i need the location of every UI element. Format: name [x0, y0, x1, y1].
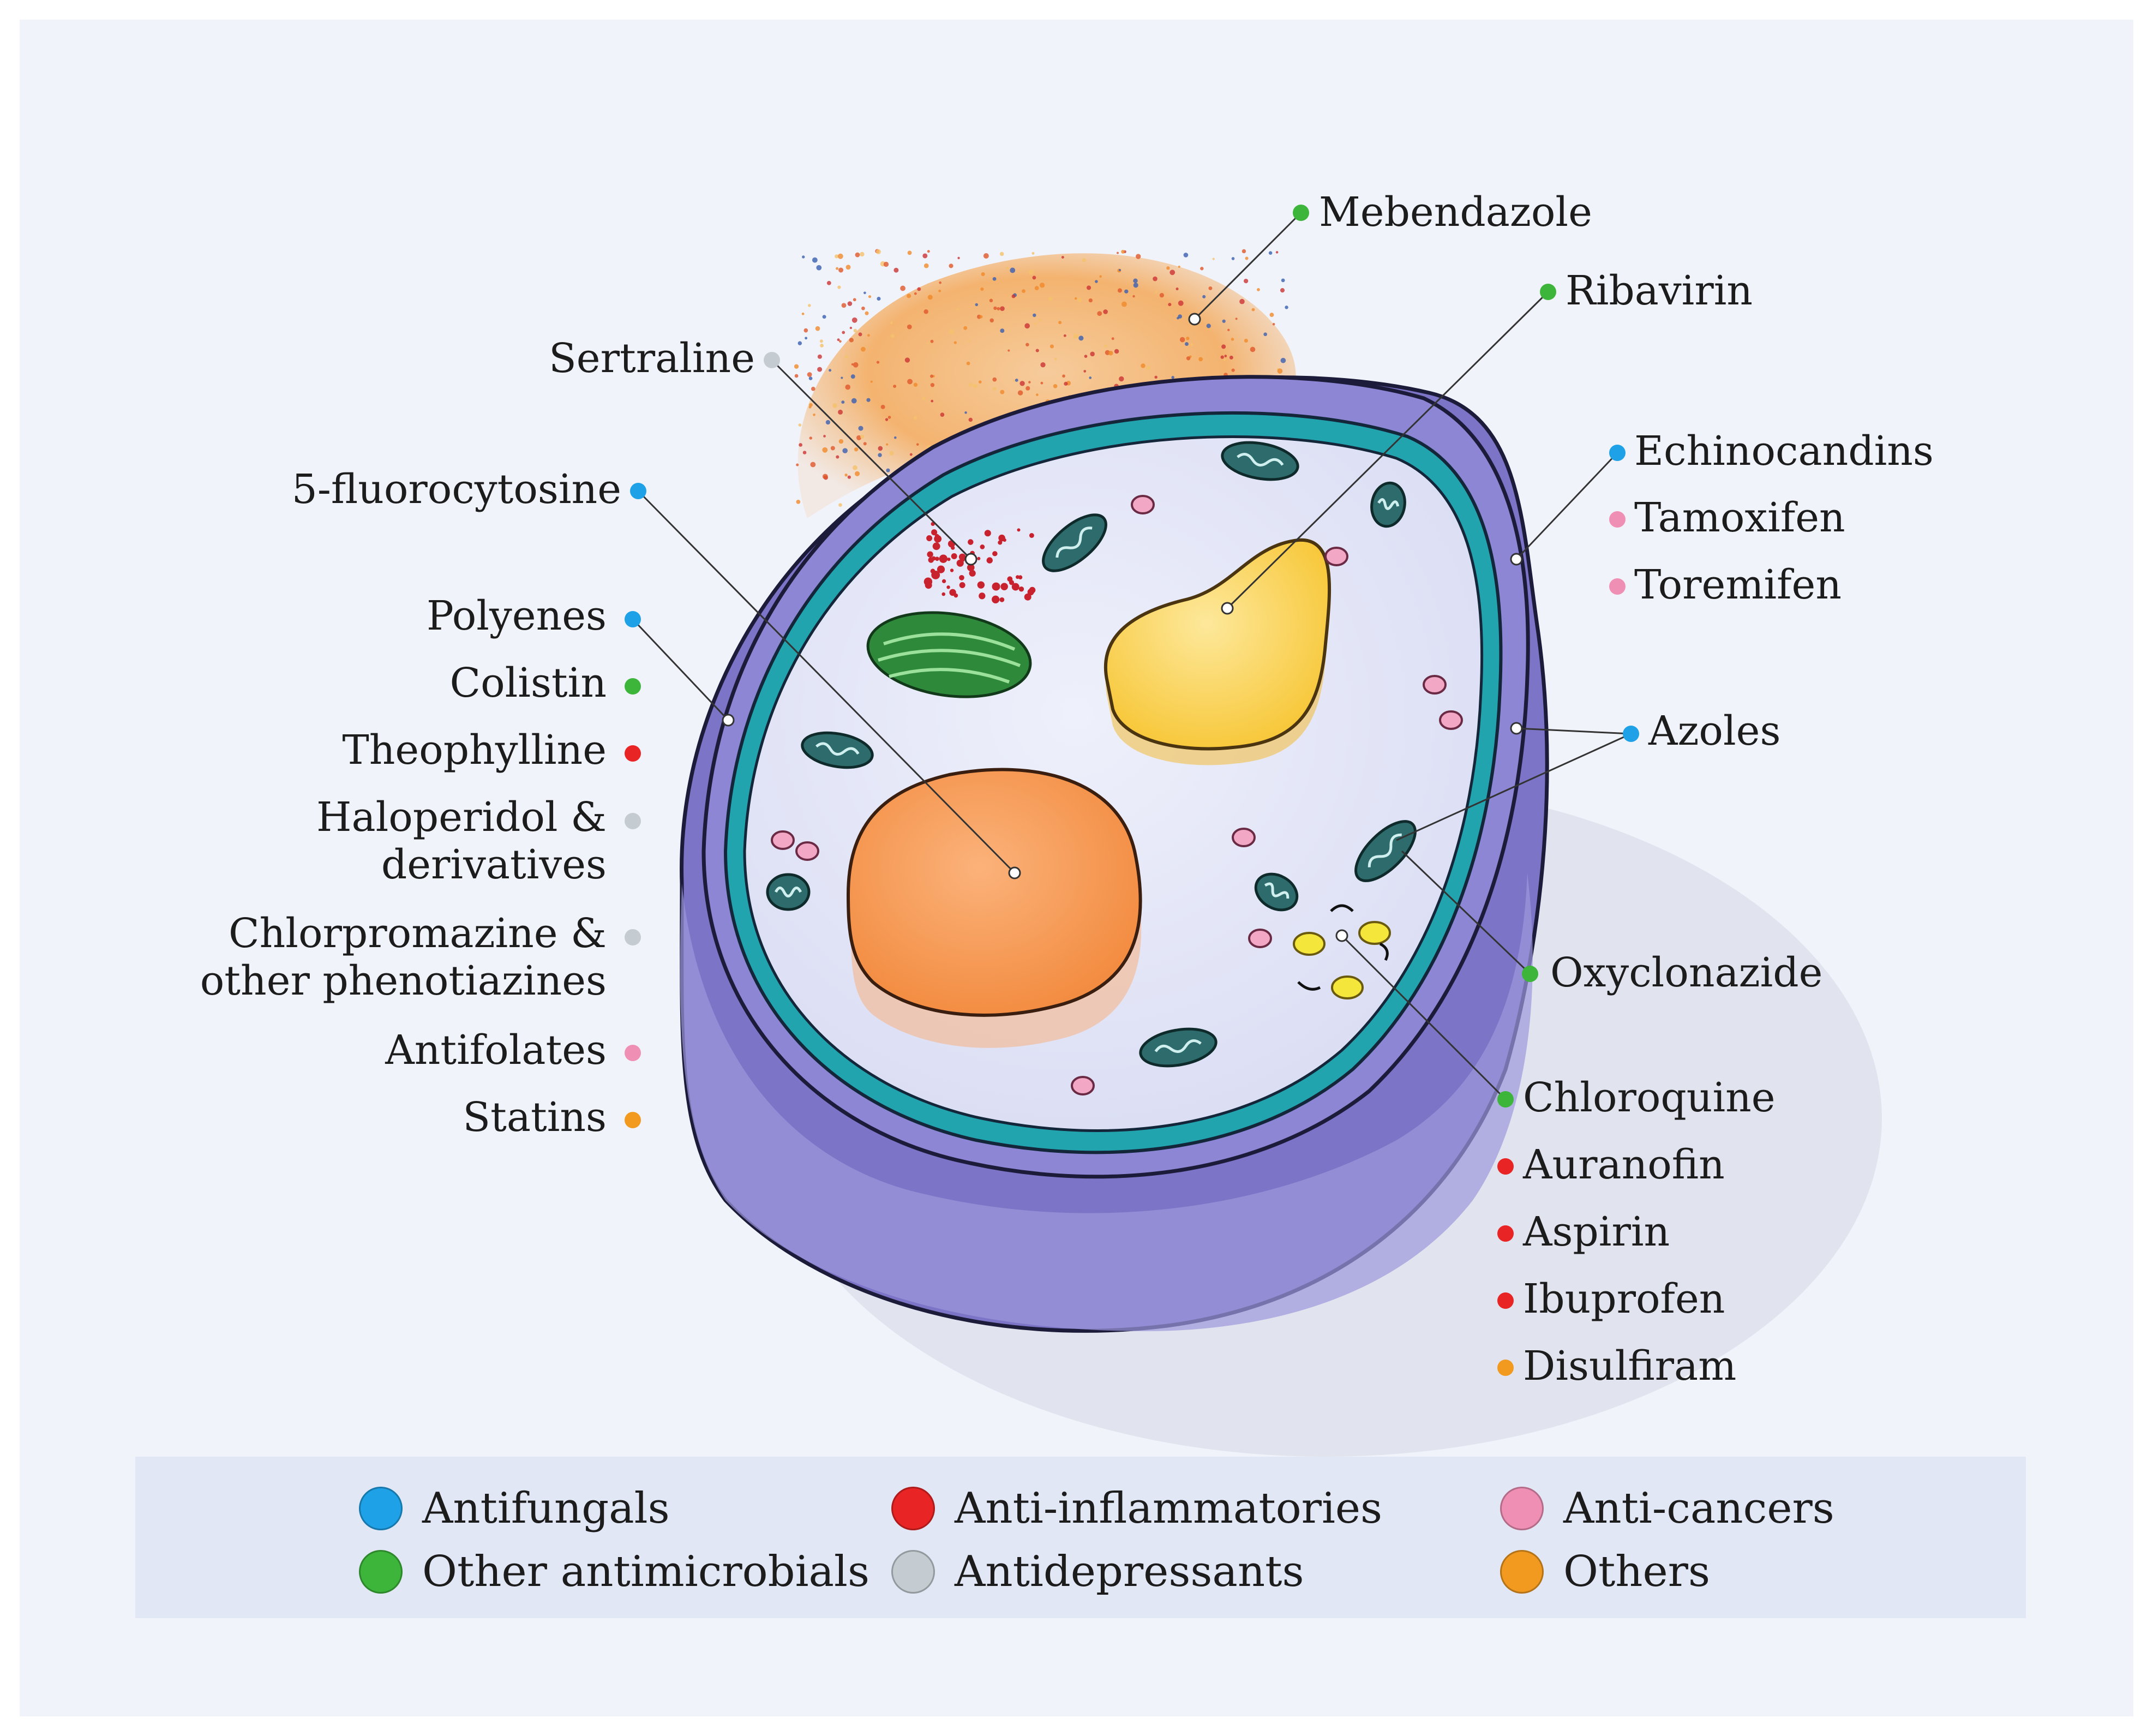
- legend-swatch-antifungals: [359, 1487, 403, 1530]
- legend-label-antidepressants: Antidepressants: [955, 1547, 1304, 1596]
- legend-swatch-antidepressants: [891, 1550, 935, 1594]
- label-chlorpromazine-line1: Chlorpromazine &: [229, 910, 607, 957]
- mitochondrion: [1254, 872, 1299, 912]
- mitochondrion: [1370, 481, 1406, 528]
- vesicles: [771, 495, 1463, 1096]
- label-mebendazole: Mebendazole: [1319, 189, 1592, 236]
- red-granules: [923, 522, 1036, 603]
- legend-item-anti-cancers: Anti-cancers: [1500, 1484, 1834, 1533]
- label-ibuprofen: Ibuprofen: [1523, 1276, 1725, 1322]
- legend-label-others: Others: [1563, 1547, 1711, 1596]
- label-haloperidol-line2: derivatives: [381, 841, 607, 889]
- label-ribavirin: Ribavirin: [1566, 267, 1753, 314]
- azoles-dot: [1623, 726, 1639, 742]
- mebendazole-dot: [1293, 205, 1309, 221]
- mitochondrion: [766, 873, 811, 911]
- cell-wall-side: [680, 873, 1533, 1331]
- label-toremifen: Toremifen: [1634, 561, 1842, 608]
- leader-lines: [632, 212, 1632, 1100]
- mitochondrion: [1042, 513, 1107, 572]
- label-azoles: Azoles: [1648, 708, 1781, 755]
- label-oxyclonazide: Oxyclonazide: [1550, 949, 1823, 996]
- tamoxifen-dot: [1609, 511, 1626, 528]
- mitochondria: [766, 441, 1417, 1068]
- sertraline-dot: [764, 352, 780, 368]
- legend-swatch-other-antimicrobials: [359, 1550, 403, 1594]
- lysosome-cluster: [1293, 904, 1391, 999]
- endoplasmic-reticulum: [866, 611, 1032, 698]
- label-tamoxifen: Tamoxifen: [1634, 494, 1845, 541]
- mitochondrion: [801, 731, 874, 769]
- label-disulfiram: Disulfiram: [1523, 1343, 1737, 1390]
- chlorpromazine-dot: [625, 929, 641, 945]
- legend-item-others: Others: [1500, 1547, 1710, 1596]
- label-chlorpromazine: Chlorpromazine & other phenotiazines: [200, 910, 607, 1005]
- label-colistin: Colistin: [449, 660, 607, 707]
- legend-label-anti-cancers: Anti-cancers: [1563, 1484, 1834, 1533]
- label-aspirin: Aspirin: [1523, 1208, 1670, 1255]
- nucleus: [846, 768, 1142, 1048]
- legend-item-anti-inflammatories: Anti-inflammatories: [891, 1484, 1382, 1533]
- theophylline-dot: [625, 745, 641, 762]
- label-theophylline: Theophylline: [342, 727, 607, 774]
- aspirin-dot: [1497, 1225, 1514, 1242]
- label-haloperidol: Haloperidol & derivatives: [316, 794, 607, 889]
- label-chlorpromazine-line2: other phenotiazines: [200, 957, 607, 1005]
- legend-item-other-antimicrobials: Other antimicrobials: [359, 1547, 869, 1596]
- legend-label-antifungals: Antifungals: [422, 1484, 670, 1533]
- mitochondrion: [1139, 1027, 1218, 1068]
- legend-label-other-antimicrobials: Other antimicrobials: [422, 1547, 869, 1596]
- mitochondrion: [1221, 441, 1299, 481]
- statins-dot: [625, 1112, 641, 1128]
- ribavirin-dot: [1540, 284, 1556, 300]
- haloperidol-dot: [625, 813, 641, 829]
- legend-label-anti-inflammatories: Anti-inflammatories: [955, 1484, 1383, 1533]
- polyenes-dot: [625, 611, 641, 627]
- disulfiram-dot: [1497, 1360, 1514, 1376]
- vacuole: [1104, 538, 1332, 765]
- chloroquine-dot: [1497, 1091, 1514, 1108]
- leader-endpoints: [722, 313, 1523, 942]
- ibuprofen-dot: [1497, 1292, 1514, 1309]
- mitochondrion: [1354, 820, 1417, 882]
- label-sertraline: Sertraline: [549, 335, 755, 382]
- oxyclonazide-dot: [1522, 966, 1538, 982]
- label-5-fluorocytosine: 5-fluorocytosine: [291, 466, 621, 513]
- label-echinocandins: Echinocandins: [1634, 428, 1934, 475]
- legend-swatch-anti-cancers: [1500, 1487, 1544, 1530]
- label-auranofin: Auranofin: [1523, 1141, 1725, 1188]
- legend: Antifungals Anti-inflammatories Anti-can…: [135, 1457, 2026, 1618]
- legend-swatch-others: [1500, 1550, 1544, 1594]
- toremifen-dot: [1609, 578, 1626, 595]
- label-chloroquine: Chloroquine: [1523, 1074, 1776, 1121]
- label-polyenes: Polyenes: [426, 592, 607, 639]
- legend-swatch-anti-inflammatories: [891, 1487, 935, 1530]
- auranofin-dot: [1497, 1158, 1514, 1175]
- colistin-dot: [625, 678, 641, 695]
- label-statins: Statins: [463, 1094, 607, 1141]
- legend-item-antifungals: Antifungals: [359, 1484, 670, 1533]
- legend-item-antidepressants: Antidepressants: [891, 1547, 1304, 1596]
- antifolates-dot: [625, 1045, 641, 1061]
- label-antifolates: Antifolates: [385, 1027, 607, 1074]
- echinocandins-dot: [1609, 445, 1626, 461]
- fluorocytosine-dot: [630, 483, 646, 499]
- label-haloperidol-line1: Haloperidol &: [316, 794, 607, 841]
